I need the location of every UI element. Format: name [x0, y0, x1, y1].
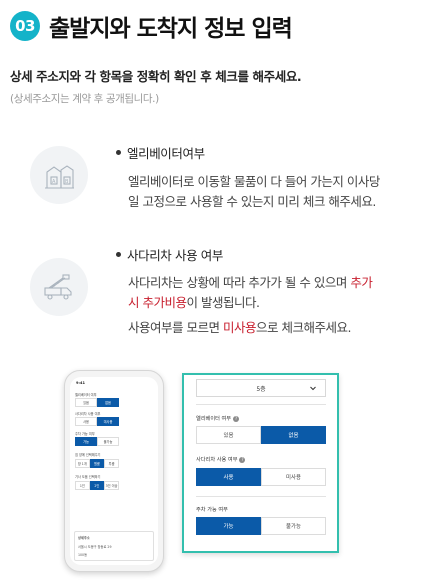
phone-row-label: 엘리베이터 여부: [75, 393, 97, 397]
ladder-desc-text: 사용여부를 모르면: [128, 320, 223, 335]
parking-field-label-text: 주차 가능 여부: [196, 507, 228, 513]
ladder-truck-icon: [30, 258, 88, 316]
phone-address-card: 상세주소 서울시 도봉구 창동로 29 100동: [74, 531, 154, 561]
ladder-heading-text: 사다리차 사용 여부: [127, 248, 223, 263]
ladder-desc-text: 이 발생됩니다.: [186, 295, 260, 310]
phone-address-line: 서울시 도봉구 창동로 29: [78, 545, 112, 549]
divider: [196, 404, 326, 405]
phone-option-button[interactable]: 사용: [75, 417, 97, 426]
phone-option-button[interactable]: 3인 이상: [104, 481, 119, 490]
phone-option-button[interactable]: 1인: [75, 481, 90, 490]
ladder-desc-highlight: 추가: [350, 275, 373, 290]
elevator-field-label: 엘리베이터 여부?: [196, 415, 240, 422]
ladder-field-label-text: 사다리차 사용 여부: [196, 457, 238, 463]
phone-option-button[interactable]: 없음: [97, 398, 119, 407]
phone-option-button[interactable]: 미사용: [97, 417, 119, 426]
elevator-heading: 엘리베이터여부: [116, 143, 205, 162]
phone-option-button[interactable]: 방 1개: [75, 459, 90, 468]
address-note: (상세주소지는 계약 후 공개됩니다.): [10, 93, 159, 105]
ladder-heading: 사다리차 사용 여부: [116, 245, 223, 264]
page-title: 출발지와 도착지 정보 입력: [49, 16, 293, 42]
help-icon[interactable]: ?: [233, 415, 240, 422]
phone-row-label: 짐 양에 선택해주기: [75, 453, 101, 457]
phone-row-label: 사다리차 사용 여부: [75, 412, 101, 416]
parking-field-label: 주차 가능 여부: [196, 506, 228, 513]
ladder-desc-highlight: 시 추가비용: [128, 295, 187, 310]
elevator-description: 엘리베이터로 이동할 물품이 다 들어 가는지 이사당 일 고정으로 사용할 수…: [128, 172, 380, 212]
phone-screen: 9:41 엘리베이터 여부 있음 없음 사다리차 사용 여부 사용 미사용 주차…: [70, 377, 158, 565]
phone-option-button[interactable]: 가능: [75, 437, 97, 446]
ladder-nouse-button[interactable]: 미사용: [261, 468, 326, 486]
zoomed-form-panel: 5층 엘리베이터 여부? 있음 없음 사다리차 사용 여부? 사용 미사용 주차…: [182, 373, 339, 553]
floor-select[interactable]: 5층: [196, 379, 326, 397]
ladder-use-button[interactable]: 사용: [196, 468, 261, 486]
phone-status-time: 9:41: [76, 381, 85, 385]
help-icon[interactable]: ?: [239, 456, 246, 463]
page-subtitle: 상세 주소지와 각 항목을 정확히 확인 후 체크를 해주세요.: [10, 69, 302, 84]
ladder-desc-line-3: 사용여부를 모르면 미사용으로 체크해주세요.: [128, 318, 372, 338]
elevator-desc-line: 엘리베이터로 이동할 물품이 다 들어 가는지 이사당: [128, 174, 380, 189]
section-header: 03 출발지와 도착지 정보 입력: [10, 9, 293, 43]
bullet-icon: [116, 150, 121, 155]
divider: [196, 496, 326, 497]
phone-option-button[interactable]: 2인: [89, 481, 105, 490]
floor-select-value: 5층: [256, 385, 266, 393]
svg-text:A: A: [52, 179, 56, 185]
elevator-field-label-text: 엘리베이터 여부: [196, 416, 232, 422]
ladder-desc-text: 사다리차는 상황에 따라 추가가 될 수 있으며: [128, 275, 351, 290]
phone-option-button[interactable]: 있음: [75, 398, 97, 407]
building-icon: A B: [30, 146, 88, 204]
elevator-heading-text: 엘리베이터여부: [127, 146, 205, 161]
parking-no-button[interactable]: 불가능: [261, 517, 326, 535]
ladder-desc-line-1: 사다리차는 상황에 따라 추가가 될 수 있으며 추가: [128, 273, 373, 293]
ladder-desc-line-2: 시 추가비용이 발생됩니다.: [128, 293, 372, 313]
ladder-desc-text: 으로 체크해주세요.: [255, 320, 351, 335]
phone-row-label: 주차 가능 여부: [75, 432, 95, 436]
phone-address-sub: 100동: [78, 553, 88, 557]
phone-row-label: 기사 도움 선택하기: [75, 475, 101, 479]
elevator-desc-line: 일 고정으로 사용할 수 있는지 미리 체크 해주세요.: [128, 194, 376, 209]
phone-option-button[interactable]: 불가능: [97, 437, 119, 446]
chevron-down-icon: [310, 386, 316, 391]
svg-text:B: B: [65, 179, 69, 185]
ladder-field-label: 사다리차 사용 여부?: [196, 456, 246, 463]
parking-yes-button[interactable]: 가능: [196, 517, 261, 535]
step-number-badge: 03: [10, 11, 40, 41]
bullet-icon: [116, 252, 121, 257]
ladder-description: 사다리차는 상황에 따라 추가가 될 수 있으며 추가 시 추가비용이 발생됩니…: [128, 273, 373, 338]
phone-address-title: 상세주소: [78, 536, 90, 540]
phone-mockup: 9:41 엘리베이터 여부 있음 없음 사다리차 사용 여부 사용 미사용 주차…: [64, 370, 164, 572]
ladder-desc-highlight: 미사용: [222, 320, 257, 335]
phone-option-button[interactable]: 원룸: [89, 459, 105, 468]
elevator-no-button[interactable]: 없음: [261, 426, 326, 444]
phone-option-button[interactable]: 투룸: [104, 459, 119, 468]
elevator-yes-button[interactable]: 있음: [196, 426, 261, 444]
